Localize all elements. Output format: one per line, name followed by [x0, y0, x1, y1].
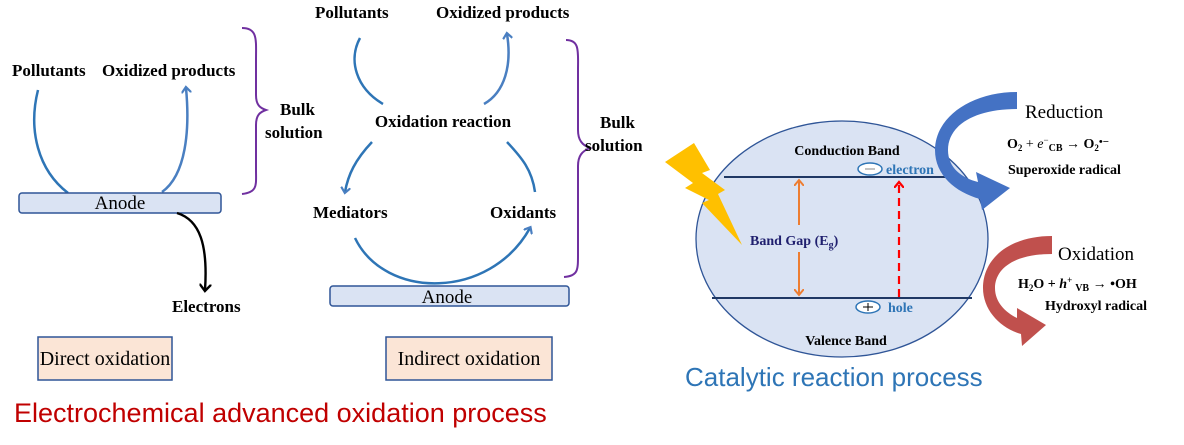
indirect-oxidation-caption-box	[385, 336, 553, 381]
valence-band-label: Valence Band	[805, 334, 887, 349]
indirect-bulk-label-line1: Bulk	[600, 113, 636, 132]
oxidation-reaction-label: Oxidation reaction	[375, 112, 512, 131]
direct-oxidation-caption: Direct oxidation	[40, 348, 171, 370]
indirect-oxidized-products-label: Oxidized products	[436, 3, 570, 22]
light-energy-icon	[665, 143, 742, 245]
direct-anode-label: Anode	[95, 193, 146, 214]
hole-label: hole	[888, 301, 913, 316]
direct-electron-flow-arrow	[176, 211, 206, 290]
direct-product-outflow-arrow	[161, 88, 187, 194]
indirect-anode-label: Anode	[422, 287, 473, 308]
indirect-product-outflow-arrow	[483, 34, 509, 106]
reduction-curved-arrow-icon	[935, 92, 1017, 210]
catalytic-title: Catalytic reaction process	[685, 362, 983, 392]
indirect-oxidation-caption: Indirect oxidation	[398, 348, 541, 370]
conduction-band-label: Conduction Band	[794, 144, 900, 159]
reduction-title: Reduction	[1025, 102, 1104, 123]
direct-pollutants-label: Pollutants	[12, 61, 86, 80]
indirect-pollutants-label: Pollutants	[315, 3, 389, 22]
eaop-title: Electrochemical advanced oxidation proce…	[14, 398, 547, 428]
reaction-to-mediators-arrow	[345, 141, 373, 192]
oxidation-equation: H2O + h+VB → •OH	[1018, 275, 1137, 294]
reduction-equation: O2 + e−CB → O2•−	[1007, 135, 1109, 154]
oxidation-title: Oxidation	[1058, 244, 1134, 265]
oxidation-curved-arrow-icon	[983, 236, 1052, 346]
indirect-bulk-brace	[563, 39, 593, 278]
direct-anode	[18, 192, 222, 214]
direct-bulk-brace	[241, 27, 270, 195]
electron-label: electron	[886, 163, 934, 178]
direct-pollutant-inflow-arrow	[33, 89, 69, 194]
direct-oxidation-diagram: Pollutants Oxidized products Bulk soluti…	[12, 27, 323, 381]
direct-oxidized-products-label: Oxidized products	[102, 61, 236, 80]
indirect-anode	[329, 285, 570, 307]
indirect-oxidation-diagram: Pollutants Oxidized products Oxidation r…	[313, 3, 643, 381]
indirect-pollutant-inflow-arrow	[353, 37, 384, 106]
direct-oxidation-caption-box	[37, 336, 173, 381]
indirect-bulk-label-line2: solution	[585, 136, 643, 155]
superoxide-radical-label: Superoxide radical	[1008, 163, 1121, 178]
band-gap-label: Band Gap (Eg)	[750, 234, 839, 251]
direct-bulk-label-line1: Bulk	[280, 100, 316, 119]
mediator-to-oxidant-cycle-arrow	[353, 228, 530, 285]
mediators-label: Mediators	[313, 203, 388, 222]
catalytic-diagram: Conduction Band Valence Band electron ho…	[665, 92, 1147, 392]
direct-electrons-label: Electrons	[172, 297, 241, 316]
direct-bulk-label-line2: solution	[265, 123, 323, 142]
hydroxyl-radical-label: Hydroxyl radical	[1045, 299, 1147, 314]
oxidants-to-reaction-arrow	[506, 141, 537, 193]
oxidants-label: Oxidants	[490, 203, 557, 222]
